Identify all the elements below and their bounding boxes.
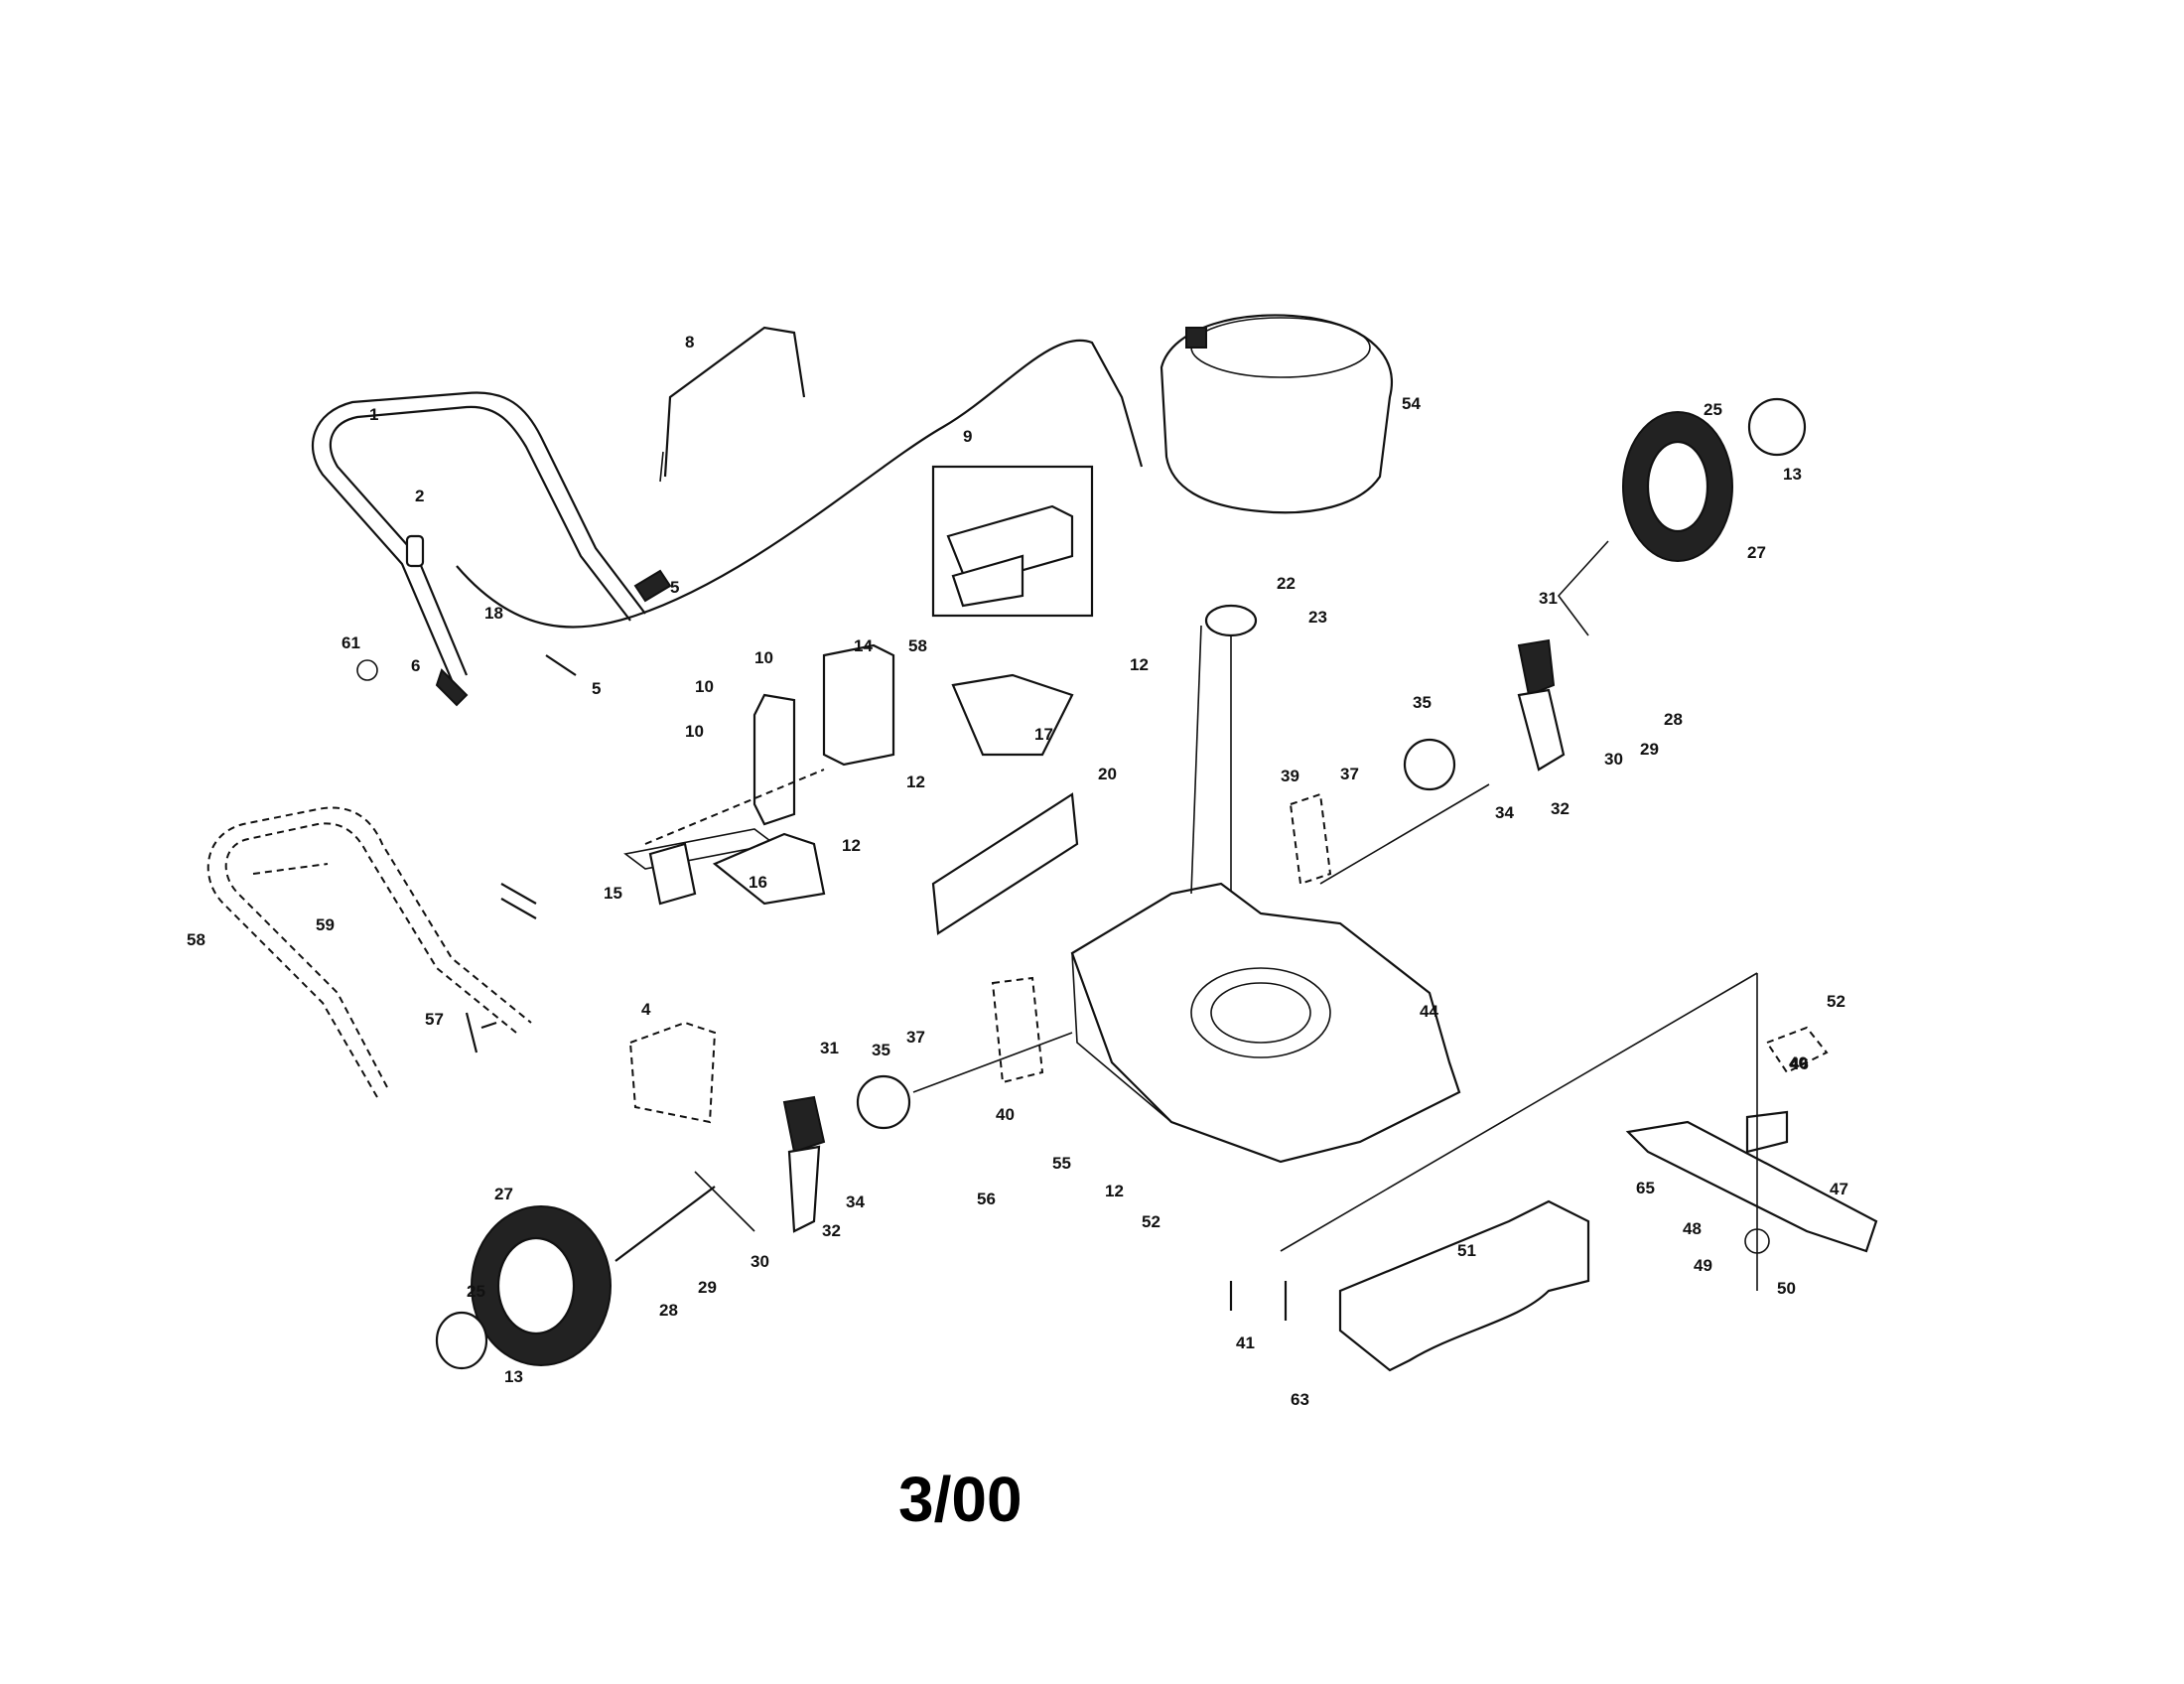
callout-40b: 40 [1789, 1053, 1808, 1072]
callout-12b: 12 [906, 772, 925, 791]
callout-52a: 52 [1827, 992, 1845, 1011]
callout-54: 54 [1402, 394, 1421, 413]
callout-58b: 58 [908, 636, 927, 655]
callout-25a: 25 [1704, 400, 1722, 419]
callout-34b: 34 [846, 1193, 865, 1211]
callout-35a: 35 [1413, 693, 1432, 712]
callout-22: 22 [1277, 574, 1296, 593]
left-wheel [471, 1205, 612, 1366]
mower-deck [1070, 882, 1461, 1164]
control-bar [663, 326, 806, 478]
lower-handle [206, 806, 532, 1098]
callout-48: 48 [1683, 1219, 1702, 1238]
callout-13b: 13 [504, 1367, 523, 1386]
callout-28a: 28 [1664, 710, 1683, 729]
handle-bracket-assembly [623, 643, 1074, 906]
callout-63: 63 [1291, 1390, 1309, 1409]
callout-56: 56 [977, 1190, 996, 1208]
callout-44: 44 [1420, 1002, 1438, 1021]
pulley [1204, 604, 1258, 637]
handle-spring [633, 569, 672, 603]
callout-31a: 31 [1539, 589, 1558, 608]
callout-13a: 13 [1783, 465, 1802, 484]
callout-40a: 40 [996, 1105, 1015, 1124]
callout-51: 51 [1457, 1241, 1476, 1260]
callout-18: 18 [484, 604, 503, 623]
box-kit [931, 465, 1094, 618]
callout-labels: 1 2 5 5 6 8 9 10 10 10 12 12 12 12 13 13… [187, 333, 1848, 1409]
callout-27a: 27 [1747, 543, 1766, 562]
callout-5b: 5 [592, 679, 601, 698]
callout-1: 1 [369, 405, 378, 424]
upper-handle [311, 391, 646, 681]
gear-right [1403, 738, 1456, 791]
hubcap-right [1747, 397, 1807, 457]
gear-left [856, 1074, 911, 1130]
callout-20: 20 [1098, 765, 1117, 783]
callout-55: 55 [1052, 1154, 1071, 1173]
callout-25b: 25 [467, 1282, 485, 1301]
blade [1625, 1120, 1878, 1253]
callout-52b: 52 [1142, 1212, 1160, 1231]
callout-37b: 37 [906, 1028, 925, 1047]
callout-30a: 30 [1604, 750, 1623, 769]
callout-30b: 30 [751, 1252, 769, 1271]
callout-32a: 32 [1551, 799, 1570, 818]
callout-4: 4 [641, 1000, 651, 1019]
callout-10c: 10 [685, 722, 704, 741]
diagram-caption: 3/00 [898, 1464, 1023, 1535]
callout-12d: 12 [1105, 1182, 1124, 1200]
callout-5a: 5 [670, 578, 679, 597]
callout-28b: 28 [659, 1301, 678, 1320]
callout-2: 2 [415, 487, 424, 505]
callout-29b: 29 [698, 1278, 717, 1297]
callout-10a: 10 [754, 648, 773, 667]
callout-47: 47 [1830, 1180, 1848, 1198]
callout-41: 41 [1236, 1333, 1255, 1352]
hubcap-left [435, 1311, 488, 1370]
rear-plate [931, 792, 1079, 935]
height-lever-right [1517, 638, 1556, 697]
callout-17: 17 [1034, 725, 1053, 744]
callout-12c: 12 [842, 836, 861, 855]
callout-6a: 6 [411, 656, 420, 675]
height-lever-left [782, 1095, 826, 1154]
callout-10b: 10 [695, 677, 714, 696]
callout-34a: 34 [1495, 803, 1514, 822]
callout-32b: 32 [822, 1221, 841, 1240]
cable-clip [405, 534, 425, 568]
callout-61: 61 [341, 633, 360, 652]
callout-23: 23 [1308, 608, 1327, 627]
callout-15: 15 [604, 884, 622, 903]
bag [628, 1021, 717, 1124]
callout-50: 50 [1777, 1279, 1796, 1298]
control-cable [456, 339, 1144, 629]
callout-59: 59 [316, 915, 335, 934]
callout-58a: 58 [187, 930, 205, 949]
callout-49: 49 [1694, 1256, 1712, 1275]
callout-27b: 27 [494, 1185, 513, 1203]
callout-29a: 29 [1640, 740, 1659, 759]
callout-39: 39 [1281, 767, 1299, 785]
callout-16: 16 [749, 873, 767, 892]
callout-31b: 31 [820, 1039, 839, 1057]
callout-12a: 12 [1130, 655, 1149, 674]
callout-65: 65 [1636, 1179, 1655, 1197]
right-wheel [1622, 411, 1733, 562]
deflector [1338, 1199, 1590, 1372]
callout-57: 57 [425, 1010, 444, 1029]
callout-8: 8 [685, 333, 694, 351]
engine [1160, 314, 1393, 514]
callout-9: 9 [963, 427, 972, 446]
lower-spring [435, 668, 469, 707]
callout-35b: 35 [872, 1041, 890, 1059]
callout-37a: 37 [1340, 765, 1359, 783]
callout-14: 14 [854, 636, 873, 655]
callout-46: 46 [1790, 1054, 1809, 1073]
